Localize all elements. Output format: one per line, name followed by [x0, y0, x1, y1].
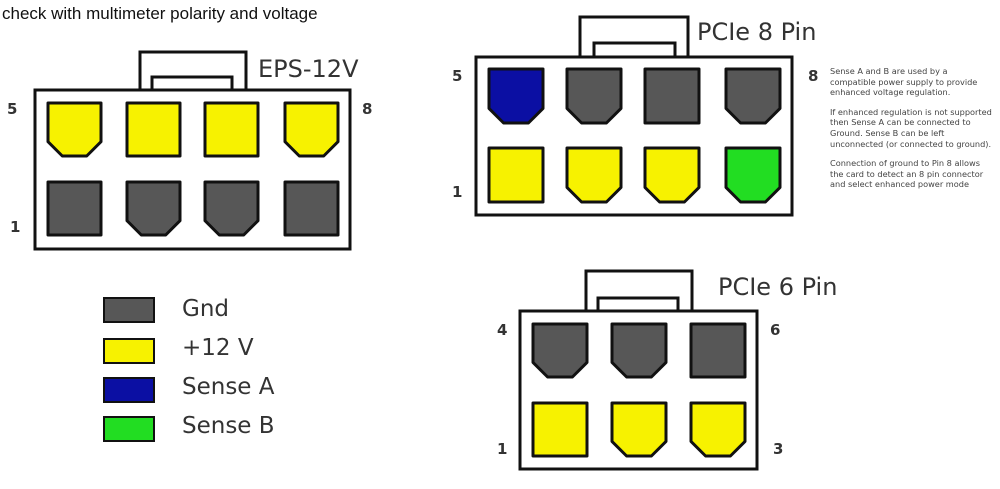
note-paragraph: Connection of ground to Pin 8 allows the… [830, 158, 984, 190]
sense-note: Sense A and B are used by a compatible p… [830, 66, 995, 199]
eps-pin-v12 [125, 101, 182, 158]
pcie8-pin-gnd [643, 67, 701, 125]
pcie6-pin-gnd [531, 322, 589, 379]
pcie6-title: PCIe 6 Pin [718, 273, 838, 301]
eps-pin-v12 [203, 101, 260, 158]
pcie8-pin-gnd [565, 67, 623, 125]
legend-label-sense-a: Sense A [182, 374, 275, 400]
eps-pin-8-label: 8 [362, 100, 373, 118]
pcie8-pin-5-label: 5 [452, 67, 463, 85]
pcie6-pin-6-label: 6 [770, 321, 781, 339]
pcie8-pin-8-label: 8 [808, 67, 819, 85]
legend-label-sense-b: Sense B [182, 413, 275, 439]
eps-pin-gnd [203, 180, 260, 237]
eps-pin-v12 [283, 101, 340, 158]
pcie8-pin-v12 [487, 146, 545, 204]
legend-swatch-sense-b [103, 416, 155, 442]
eps-title: EPS-12V [258, 55, 359, 83]
eps-pin-1-label: 1 [10, 218, 21, 236]
pcie8-pin-v12 [565, 146, 623, 204]
note-paragraph: Sense A and B are used by a compatible p… [830, 66, 978, 98]
legend-label-12v: +12 V [182, 335, 254, 361]
pcie8-pin-1-label: 1 [452, 183, 463, 201]
pcie8-title: PCIe 8 Pin [697, 18, 817, 46]
eps-pin-gnd [125, 180, 182, 237]
pcie8-pin-senseB [724, 146, 782, 204]
eps-pin-v12 [46, 101, 103, 158]
caption: check with multimeter polarity and volta… [2, 4, 318, 23]
pcie6-pin-v12 [531, 401, 589, 458]
pcie6-pin-gnd [689, 322, 747, 379]
pcie8-pin-gnd [724, 67, 782, 125]
eps-pin-gnd [46, 180, 103, 237]
eps-pin-gnd [283, 180, 340, 237]
legend-swatch-sense-a [103, 377, 155, 403]
pcie6-pin-gnd [610, 322, 668, 379]
pcie6-pin-1-label: 1 [497, 440, 508, 458]
eps-pin-5-label: 5 [7, 100, 18, 118]
pcie6-pin-3-label: 3 [773, 440, 784, 458]
pcie8-pin-v12 [643, 146, 701, 204]
legend-swatch-gnd [103, 297, 155, 323]
legend-swatch-12v [103, 338, 155, 364]
note-paragraph: If enhanced regulation is not supported … [830, 106, 992, 149]
legend-label-gnd: Gnd [182, 296, 229, 322]
pcie6-pin-v12 [689, 401, 747, 458]
pcie6-pin-v12 [610, 401, 668, 458]
pcie8-pin-senseA [487, 67, 545, 125]
pcie6-pin-4-label: 4 [497, 321, 508, 339]
